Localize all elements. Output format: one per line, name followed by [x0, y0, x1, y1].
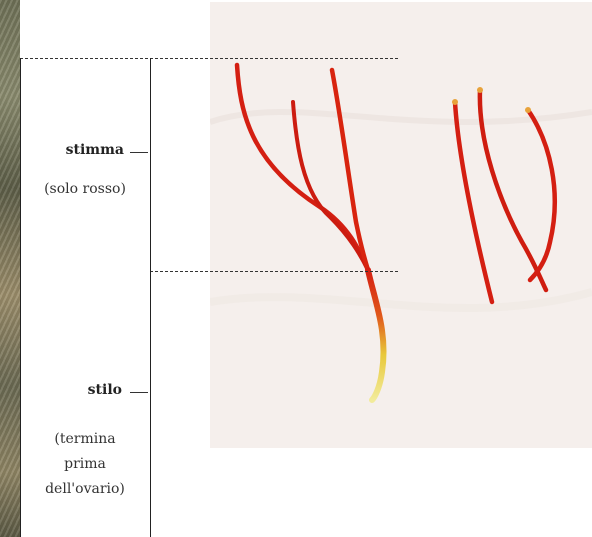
stigma-label: stimma	[40, 142, 124, 158]
style-description-line-3: dell'ovario)	[30, 478, 140, 500]
paper-background	[210, 2, 592, 448]
stigma-tick	[130, 152, 148, 153]
style-description-line-1: (termina	[30, 428, 140, 450]
stigma-top-guide-line	[20, 58, 398, 59]
style-tick	[130, 392, 148, 393]
saffron-threads-illustration	[210, 2, 592, 448]
background-texture-strip	[0, 0, 20, 537]
measure-axis-line	[150, 58, 151, 537]
style-description-line-2: prima	[30, 453, 140, 475]
stigma-style-boundary-line	[150, 271, 398, 272]
saffron-threads-photo	[210, 2, 592, 448]
style-label: stilo	[40, 382, 122, 398]
left-bracket-line	[20, 58, 21, 537]
stigma-description: (solo rosso)	[30, 178, 140, 200]
